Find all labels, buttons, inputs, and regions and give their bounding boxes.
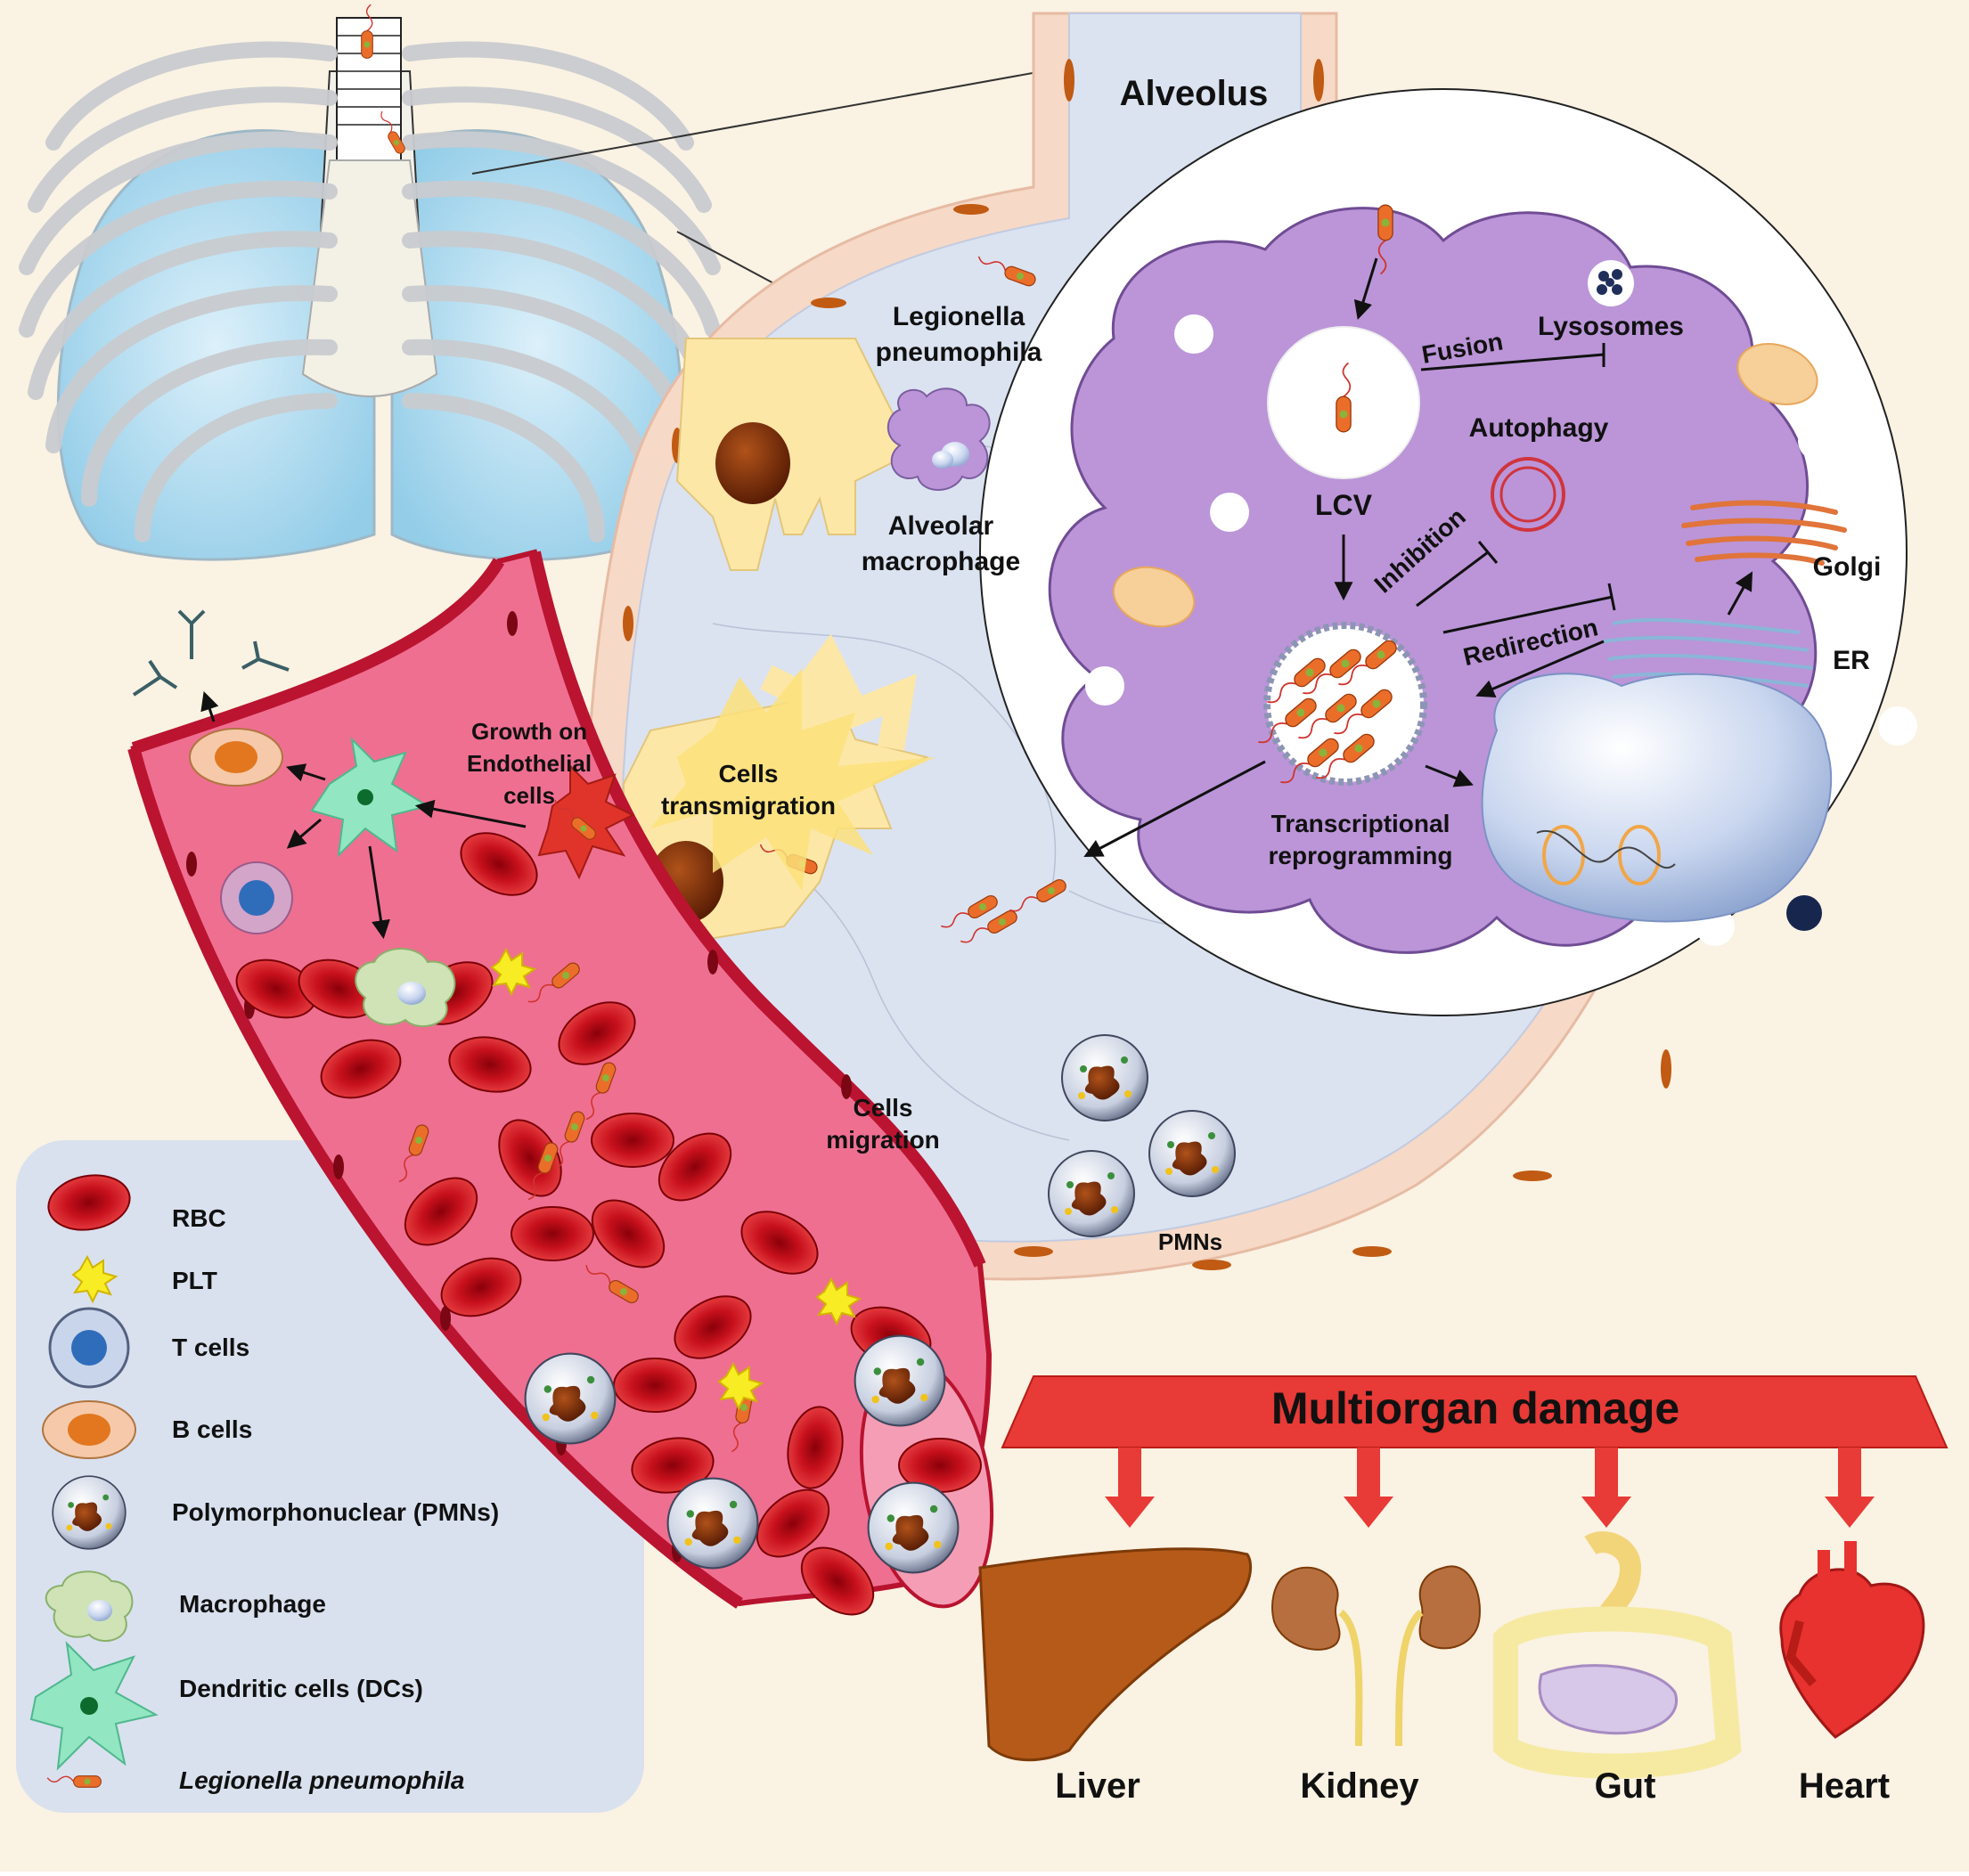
legend-label-macrophage: Macrophage bbox=[179, 1590, 326, 1618]
transmigration-label-2: transmigration bbox=[661, 792, 836, 820]
golgi-label: Golgi bbox=[1813, 552, 1882, 582]
legend-label-rbc: RBC bbox=[172, 1204, 226, 1232]
pmn-icon bbox=[52, 1475, 127, 1550]
zoomed-macrophage bbox=[979, 88, 1917, 1016]
growth-label-2: Endothelial bbox=[467, 750, 592, 777]
liver-icon bbox=[978, 1547, 1253, 1762]
vessel-contents bbox=[132, 609, 982, 1629]
legend-label-t-cells: T cells bbox=[172, 1334, 249, 1361]
legionella-label: Legionella bbox=[893, 302, 1025, 331]
alveolar-macrophage-label: Alveolar bbox=[888, 511, 994, 541]
organ-label-gut: Gut bbox=[1595, 1766, 1656, 1806]
legend-label-plt: PLT bbox=[172, 1267, 217, 1294]
autophagy-label: Autophagy bbox=[1469, 413, 1609, 443]
legend-icons bbox=[29, 1168, 159, 1789]
gut-icon bbox=[1493, 1531, 1742, 1779]
alveolar-macrophage-label-2: macrophage bbox=[862, 547, 1020, 576]
lysosomes-label: Lysosomes bbox=[1538, 312, 1684, 341]
transmigration-label: Cells bbox=[719, 760, 779, 787]
banner-title: Multiorgan damage bbox=[1271, 1383, 1679, 1433]
migration-label: Cells bbox=[854, 1094, 913, 1122]
er-label: ER bbox=[1833, 646, 1870, 675]
growth-label-3: cells bbox=[503, 782, 555, 809]
multiorgan-banner bbox=[1001, 1375, 1949, 1528]
platelet-icon bbox=[71, 1254, 118, 1304]
lungs-illustration bbox=[19, 4, 1043, 561]
b-cell-icon bbox=[42, 1400, 136, 1459]
transmigration-burst bbox=[650, 668, 935, 891]
macrophage-icon bbox=[45, 1570, 134, 1643]
pmns-label: PMNs bbox=[1158, 1228, 1222, 1255]
migration-label-2: migration bbox=[826, 1126, 940, 1154]
legionella-label-2: pneumophila bbox=[876, 338, 1042, 367]
labels: Alveolus Legionella pneumophila Alveolar… bbox=[172, 74, 1890, 1806]
organ-label-kidney: Kidney bbox=[1300, 1766, 1419, 1806]
legend-label-dcs: Dendritic cells (DCs) bbox=[179, 1675, 423, 1702]
transcriptional-label: Transcriptional bbox=[1271, 810, 1450, 837]
organ-label-liver: Liver bbox=[1055, 1766, 1140, 1806]
alveolus-label: Alveolus bbox=[1120, 74, 1269, 113]
legend-label-legionella: Legionella pneumophila bbox=[179, 1766, 464, 1794]
kidney-icon bbox=[1271, 1565, 1481, 1747]
legend-label-b-cells: B cells bbox=[172, 1415, 252, 1443]
pneumocyte-upper bbox=[675, 338, 911, 571]
organ-label-heart: Heart bbox=[1799, 1766, 1890, 1806]
transcriptional-label-2: reprogramming bbox=[1269, 842, 1453, 869]
heart-icon bbox=[1779, 1541, 1925, 1739]
legend-label-pmns: Polymorphonuclear (PMNs) bbox=[172, 1498, 499, 1526]
growth-label: Growth on bbox=[471, 718, 587, 745]
alveolar-macrophage bbox=[886, 387, 991, 491]
dendritic-cell-icon bbox=[29, 1641, 159, 1771]
lcv-label: LCV bbox=[1315, 489, 1373, 521]
t-cell-icon bbox=[48, 1307, 130, 1389]
